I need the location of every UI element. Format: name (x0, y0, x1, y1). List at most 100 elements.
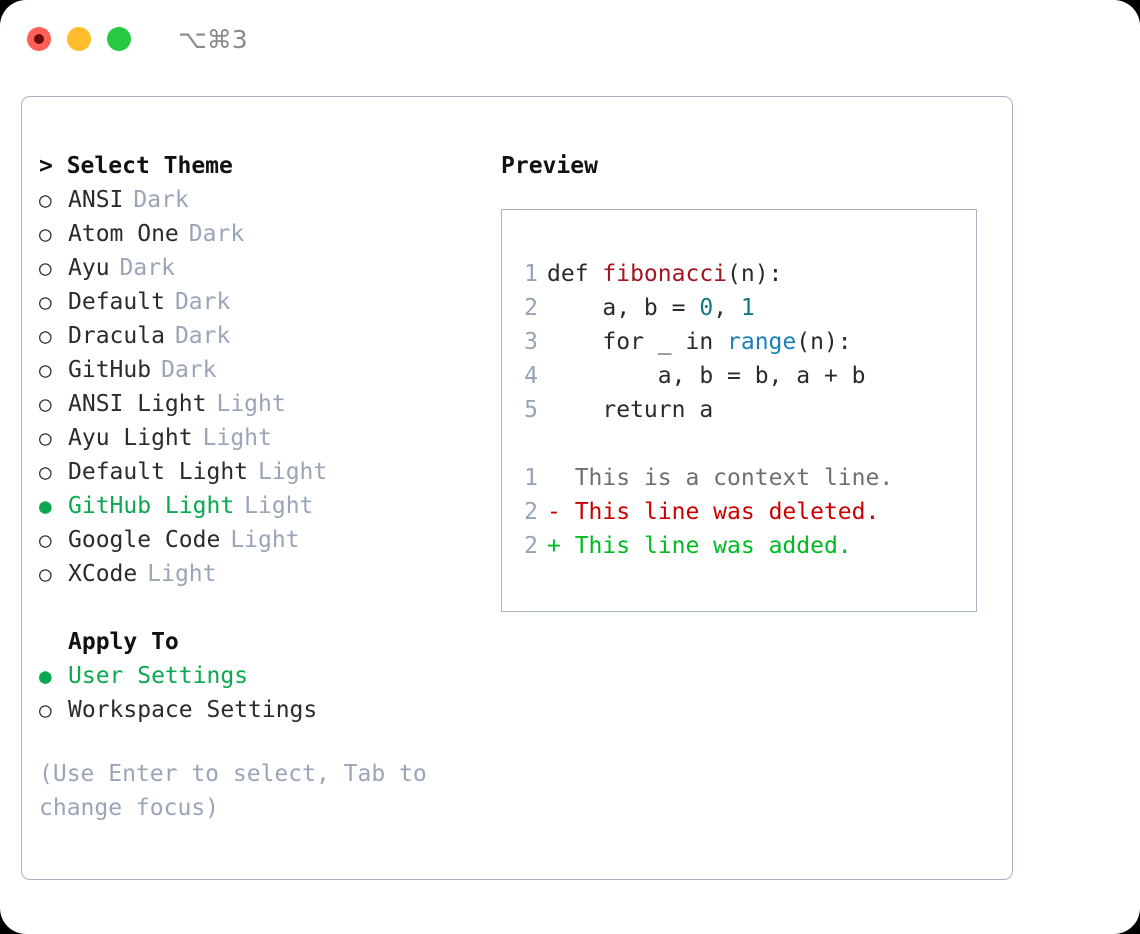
radio-selected-icon: ● (39, 494, 52, 518)
theme-option-label: GitHub Light (68, 493, 235, 519)
preview-heading: Preview (501, 153, 598, 179)
theme-option-tag: Light (216, 391, 286, 417)
theme-option-tag: Dark (133, 187, 189, 213)
line-number: 2 (524, 295, 538, 321)
theme-option-tag: Light (244, 493, 314, 519)
line-number: 2 (524, 533, 538, 559)
diff-line-deleted: 2- This line was deleted. (502, 495, 976, 529)
theme-option-tag: Dark (119, 255, 175, 281)
theme-option-xcode[interactable]: ○ XCode Light (39, 557, 479, 591)
radio-selected-icon: ● (39, 664, 52, 688)
theme-option-label: Ayu Light (68, 425, 193, 451)
theme-option-atom-one[interactable]: ○ Atom One Dark (39, 217, 479, 251)
line-number: 1 (524, 465, 538, 491)
close-button[interactable] (27, 27, 51, 51)
apply-to-list: ● User Settings ○ Workspace Settings (39, 659, 479, 727)
radio-unselected-icon: ○ (39, 392, 52, 416)
theme-option-ayu-light[interactable]: ○ Ayu Light Light (39, 421, 479, 455)
code-text: for _ in range(n): (547, 329, 852, 355)
theme-option-label: Default (68, 289, 165, 315)
theme-option-default[interactable]: ○ Default Dark (39, 285, 479, 319)
theme-option-label: ANSI (68, 187, 124, 213)
code-line: 2 a, b = 0, 1 (502, 291, 976, 325)
title-bar: ⌥⌘3 (0, 0, 1140, 78)
radio-unselected-icon: ○ (39, 324, 52, 348)
preview-box: 1 def fibonacci(n): 2 a, b = 0, 1 3 for _… (501, 209, 977, 612)
line-number: 1 (524, 261, 538, 287)
theme-option-label: Atom One (68, 221, 179, 247)
theme-option-ansi-light[interactable]: ○ ANSI Light Light (39, 387, 479, 421)
diff-line-context: 1 This is a context line. (502, 461, 976, 495)
diff-text: This is a context line. (574, 465, 894, 491)
theme-option-dracula[interactable]: ○ Dracula Dark (39, 319, 479, 353)
theme-option-tag: Light (202, 425, 272, 451)
code-line: 4 a, b = b, a + b (502, 359, 976, 393)
code-text: a, b = 0, 1 (547, 295, 755, 321)
theme-option-google-code[interactable]: ○ Google Code Light (39, 523, 479, 557)
theme-option-label: Ayu (68, 255, 110, 281)
radio-unselected-icon: ○ (39, 290, 52, 314)
radio-unselected-icon: ○ (39, 698, 52, 722)
radio-unselected-icon: ○ (39, 460, 52, 484)
keyboard-shortcut-label: ⌥⌘3 (178, 24, 248, 54)
code-text: return a (547, 397, 714, 423)
diff-line-added: 2+ This line was added. (502, 529, 976, 563)
code-text: a, b = b, a + b (547, 363, 866, 389)
apply-option-label: Workspace Settings (68, 697, 318, 723)
select-theme-heading: > Select Theme (39, 149, 479, 183)
apply-to-heading: Apply To (68, 629, 179, 655)
theme-option-github-light[interactable]: ● GitHub Light Light (39, 489, 479, 523)
theme-option-tag: Dark (174, 289, 231, 315)
preview-column: Preview 1 def fibonacci(n): 2 a, b = 0, 1… (501, 149, 1001, 612)
theme-option-default-light[interactable]: ○ Default Light Light (39, 455, 479, 489)
radio-unselected-icon: ○ (39, 222, 52, 246)
apply-option-user-settings[interactable]: ● User Settings (39, 659, 479, 693)
theme-option-label: GitHub (68, 357, 152, 383)
line-number: 3 (524, 329, 538, 355)
maximize-button[interactable] (107, 27, 131, 51)
theme-option-tag: Light (230, 527, 300, 553)
theme-option-ansi[interactable]: ○ ANSI Dark (39, 183, 479, 217)
diff-sign: - (547, 499, 575, 525)
theme-option-label: Google Code (68, 527, 221, 553)
caret-prompt-icon: > (39, 153, 67, 179)
theme-option-ayu[interactable]: ○ Ayu Dark (39, 251, 479, 285)
select-theme-heading-label: Select Theme (66, 153, 233, 179)
theme-option-tag: Dark (174, 323, 231, 349)
theme-option-tag: Dark (188, 221, 245, 247)
theme-option-tag: Light (147, 561, 217, 587)
code-diff-separator (502, 427, 976, 461)
radio-unselected-icon: ○ (39, 188, 52, 212)
window-controls (27, 27, 131, 51)
code-line: 3 for _ in range(n): (502, 325, 976, 359)
theme-option-label: Default Light (68, 459, 249, 485)
theme-option-github[interactable]: ○ GitHub Dark (39, 353, 479, 387)
apply-option-workspace-settings[interactable]: ○ Workspace Settings (39, 693, 479, 727)
radio-unselected-icon: ○ (39, 426, 52, 450)
minimize-button[interactable] (67, 27, 91, 51)
radio-unselected-icon: ○ (39, 256, 52, 280)
apply-option-label: User Settings (68, 663, 249, 689)
keyboard-hint-text: (Use Enter to select, Tab to change focu… (39, 761, 427, 821)
diff-text: This line was deleted. (574, 499, 880, 525)
code-text: def fibonacci(n): (547, 261, 783, 287)
code-sample: 1 def fibonacci(n): 2 a, b = 0, 1 3 for _… (502, 257, 976, 427)
diff-sample: 1 This is a context line. 2- This line w… (502, 461, 976, 563)
radio-unselected-icon: ○ (39, 562, 52, 586)
line-number: 2 (524, 499, 538, 525)
theme-option-tag: Light (258, 459, 328, 485)
radio-unselected-icon: ○ (39, 528, 52, 552)
diff-text: This line was added. (574, 533, 852, 559)
code-line: 5 return a (502, 393, 976, 427)
theme-option-label: XCode (68, 561, 138, 587)
list-spacer (39, 591, 479, 625)
theme-option-tag: Dark (161, 357, 217, 383)
radio-unselected-icon: ○ (39, 358, 52, 382)
theme-option-label: Dracula (68, 323, 165, 349)
theme-option-label: ANSI Light (68, 391, 207, 417)
line-number: 4 (524, 363, 538, 389)
